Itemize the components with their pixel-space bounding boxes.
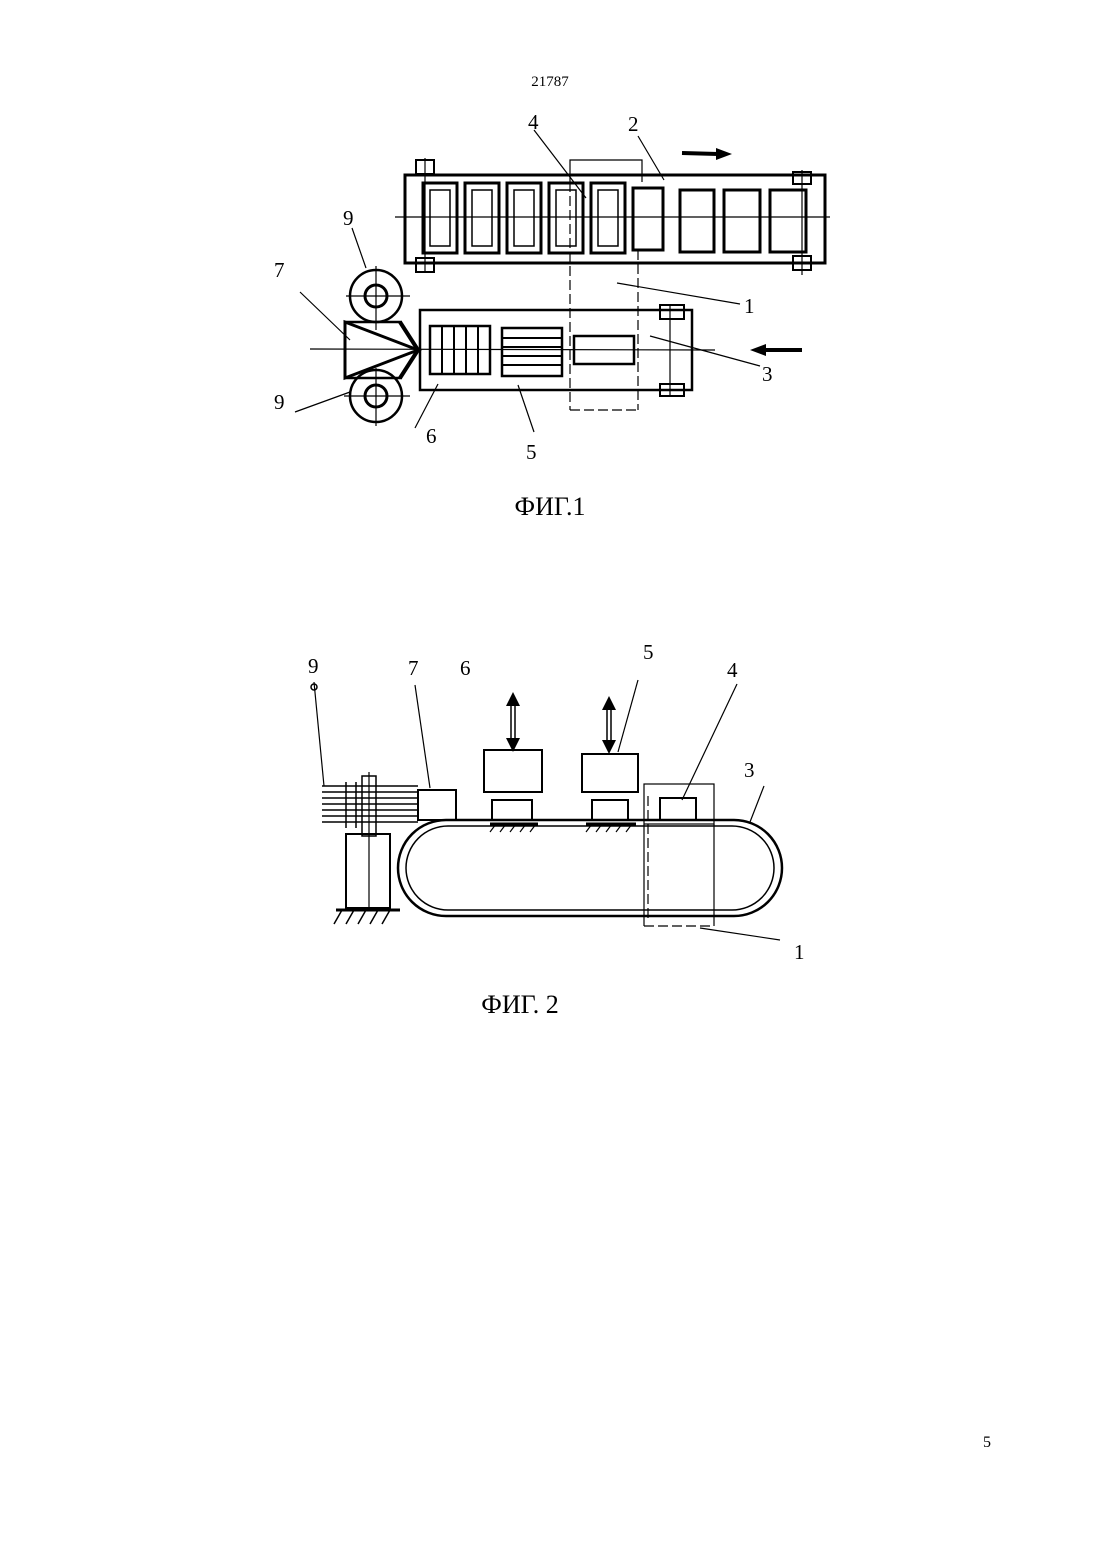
label-9-upper: 9 [343, 208, 354, 229]
figure-2: 9 7 6 5 4 3 1 ФИГ. 2 [250, 620, 830, 1030]
label-6: 6 [460, 658, 471, 679]
page-number: 5 [983, 1434, 991, 1452]
double-arrow-icon [506, 692, 520, 752]
arrow-right-icon [682, 148, 732, 160]
label-7: 7 [274, 260, 285, 281]
label-3: 3 [762, 364, 773, 385]
figure-2-caption: ФИГ. 2 [230, 990, 810, 1020]
label-4: 4 [727, 660, 738, 681]
block-4 [644, 784, 714, 926]
figure-1-caption: ФИГ.1 [260, 492, 840, 522]
figure-1-drawing [250, 100, 830, 480]
label-1: 1 [794, 942, 805, 963]
conveyor-2 [395, 158, 830, 275]
figure-2-drawing [250, 620, 830, 980]
leader-lines [415, 680, 780, 940]
roller-9-upper [346, 266, 410, 330]
double-arrow-icon [602, 696, 616, 754]
block-5 [502, 328, 562, 376]
label-5: 5 [526, 442, 537, 463]
label-9: 9 [308, 656, 319, 677]
label-1: 1 [744, 296, 755, 317]
document-number: 21787 [0, 74, 1100, 91]
label-7: 7 [408, 658, 419, 679]
figure-1: 4 2 9 7 1 3 9 6 5 ФИГ.1 [250, 100, 830, 540]
conveyor-3 [310, 305, 715, 396]
arrow-left-icon [750, 344, 802, 356]
label-3: 3 [744, 760, 755, 781]
conveyor-belt-3 [398, 820, 782, 916]
label-9-lower: 9 [274, 392, 285, 413]
label-2: 2 [628, 114, 639, 135]
label-4: 4 [528, 112, 539, 133]
label-6: 6 [426, 426, 437, 447]
block-7 [418, 790, 456, 820]
label-5: 5 [643, 642, 654, 663]
